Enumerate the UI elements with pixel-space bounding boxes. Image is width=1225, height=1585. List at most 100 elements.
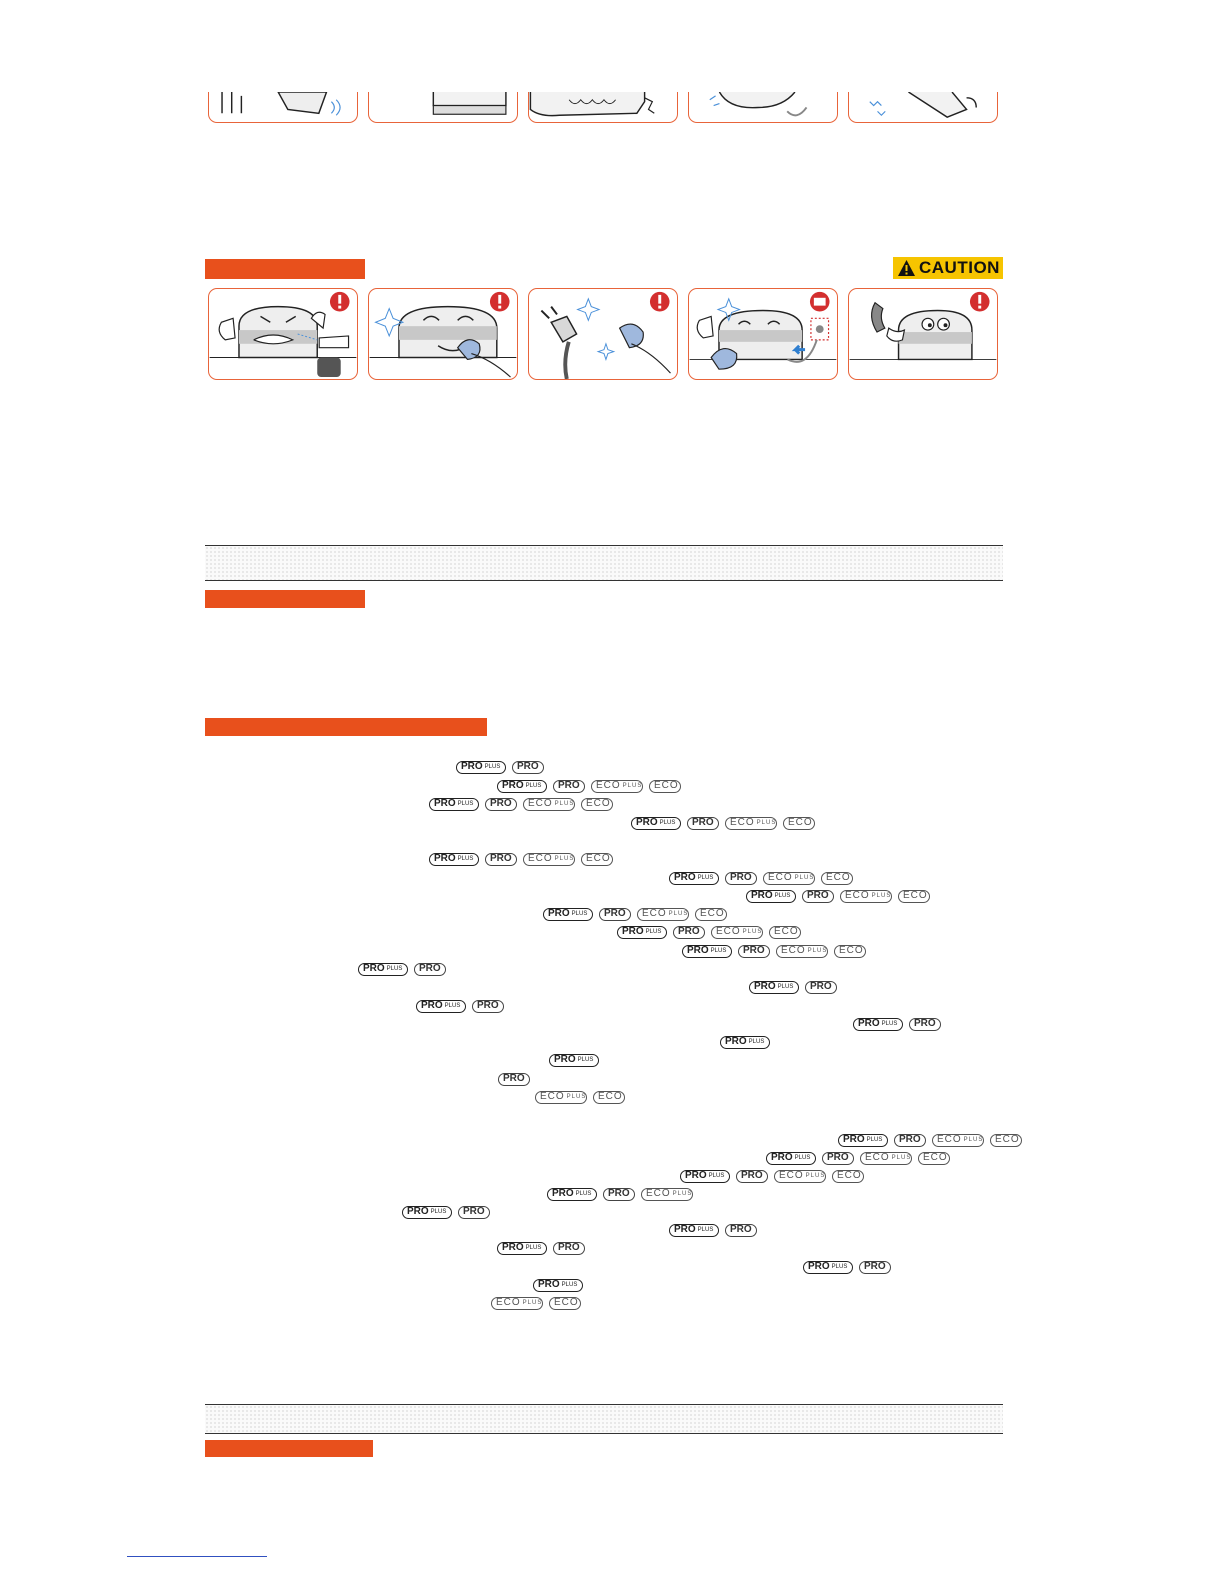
pro-model-badge: PRO	[485, 798, 517, 811]
badge-label: PRO	[864, 1261, 886, 1272]
eco-model-badge: ECO	[581, 798, 613, 811]
badge-plus-label: PLUS	[748, 1039, 765, 1045]
badge-label: PRO	[363, 963, 385, 974]
badge-label: PRO	[434, 853, 456, 864]
badge-label: PRO	[477, 1000, 499, 1011]
badge-label: PRO	[914, 1018, 936, 1029]
badge-label: PRO	[622, 926, 644, 937]
badge-label: PRO	[490, 853, 512, 864]
badge-plus-label: PLUS	[457, 856, 474, 862]
cropped-illustration	[432, 92, 507, 115]
pro-model-badge: PRO	[414, 963, 446, 976]
badge-plus-label: PLUS	[622, 783, 643, 789]
illustration-panel-top-1	[208, 92, 358, 123]
badge-label: ECO	[903, 890, 928, 901]
eco-model-badge: ECO	[581, 853, 613, 866]
caution-panel-spray	[208, 288, 358, 380]
badge-plus-label: PLUS	[891, 1155, 912, 1161]
badge-label: PRO	[604, 908, 626, 919]
pro-model-badge: PRO	[725, 872, 757, 885]
badge-label: PRO	[538, 1279, 560, 1290]
pro-model-badge: PRO	[859, 1261, 891, 1274]
badge-plus-label: PLUS	[672, 1191, 693, 1197]
pro-model-badge: PRO	[603, 1188, 635, 1201]
badge-label: PRO	[674, 1224, 696, 1235]
badge-label: PRO	[608, 1188, 630, 1199]
badge-label: ECO	[845, 890, 870, 901]
badge-plus-label: PLUS	[794, 1155, 811, 1161]
eco-model-badge: ECO	[695, 908, 727, 921]
illustration-panel-top-2	[368, 92, 518, 123]
badge-label: PRO	[434, 798, 456, 809]
badge-plus-label: PLUS	[866, 1137, 883, 1143]
badge-plus-label: PLUS	[444, 1003, 461, 1009]
badge-label: ECO	[654, 780, 679, 791]
illustration-panel-top-4	[688, 92, 838, 123]
badge-label: PRO	[771, 1152, 793, 1163]
badge-label: ECO	[496, 1297, 521, 1308]
badge-label: ECO	[586, 798, 611, 809]
pro-model-badge: PRO	[553, 1242, 585, 1255]
badge-label: ECO	[774, 926, 799, 937]
badge-plus-label: PLUS	[525, 1245, 542, 1251]
badge-plus-label: PLUS	[566, 1094, 587, 1100]
badge-label: PRO	[743, 945, 765, 956]
pro-model-badge: PRO	[458, 1206, 490, 1219]
badge-plus-label: PLUS	[561, 1282, 578, 1288]
warning-triangle-icon	[898, 260, 915, 276]
badge-plus-label: PLUS	[777, 984, 794, 990]
eco-model-badge: ECO	[593, 1091, 625, 1104]
badge-label: ECO	[837, 1170, 862, 1181]
badge-label: ECO	[646, 1188, 671, 1199]
badge-plus-label: PLUS	[575, 1191, 592, 1197]
badge-label: ECO	[540, 1091, 565, 1102]
badge-plus-label: PLUS	[963, 1137, 984, 1143]
badge-plus-label: PLUS	[805, 1173, 826, 1179]
badge-label: ECO	[779, 1170, 804, 1181]
badge-label: ECO	[768, 872, 793, 883]
badge-label: PRO	[751, 890, 773, 901]
eco-model-badge: ECO	[649, 780, 681, 793]
badge-label: PRO	[741, 1170, 763, 1181]
badge-label: PRO	[687, 945, 709, 956]
pro-model-badge: PRO	[485, 853, 517, 866]
call-service-illustration	[849, 291, 997, 361]
badge-label: ECO	[554, 1297, 579, 1308]
eco-model-badge: ECO	[769, 926, 801, 939]
section-heading-bar	[205, 259, 365, 279]
illustration-panel-top-5	[848, 92, 998, 123]
badge-plus-label: PLUS	[831, 1264, 848, 1270]
cropped-illustration	[869, 92, 977, 118]
badge-label: PRO	[678, 926, 700, 937]
eco-model-badge: ECO	[549, 1297, 581, 1310]
badge-label: PRO	[461, 761, 483, 772]
caution-panel-plug	[528, 288, 678, 380]
badge-plus-label: PLUS	[522, 1300, 543, 1306]
wipe-cloth-illustration	[369, 291, 517, 378]
badge-label: PRO	[558, 1242, 580, 1253]
badge-label: PRO	[502, 780, 524, 791]
